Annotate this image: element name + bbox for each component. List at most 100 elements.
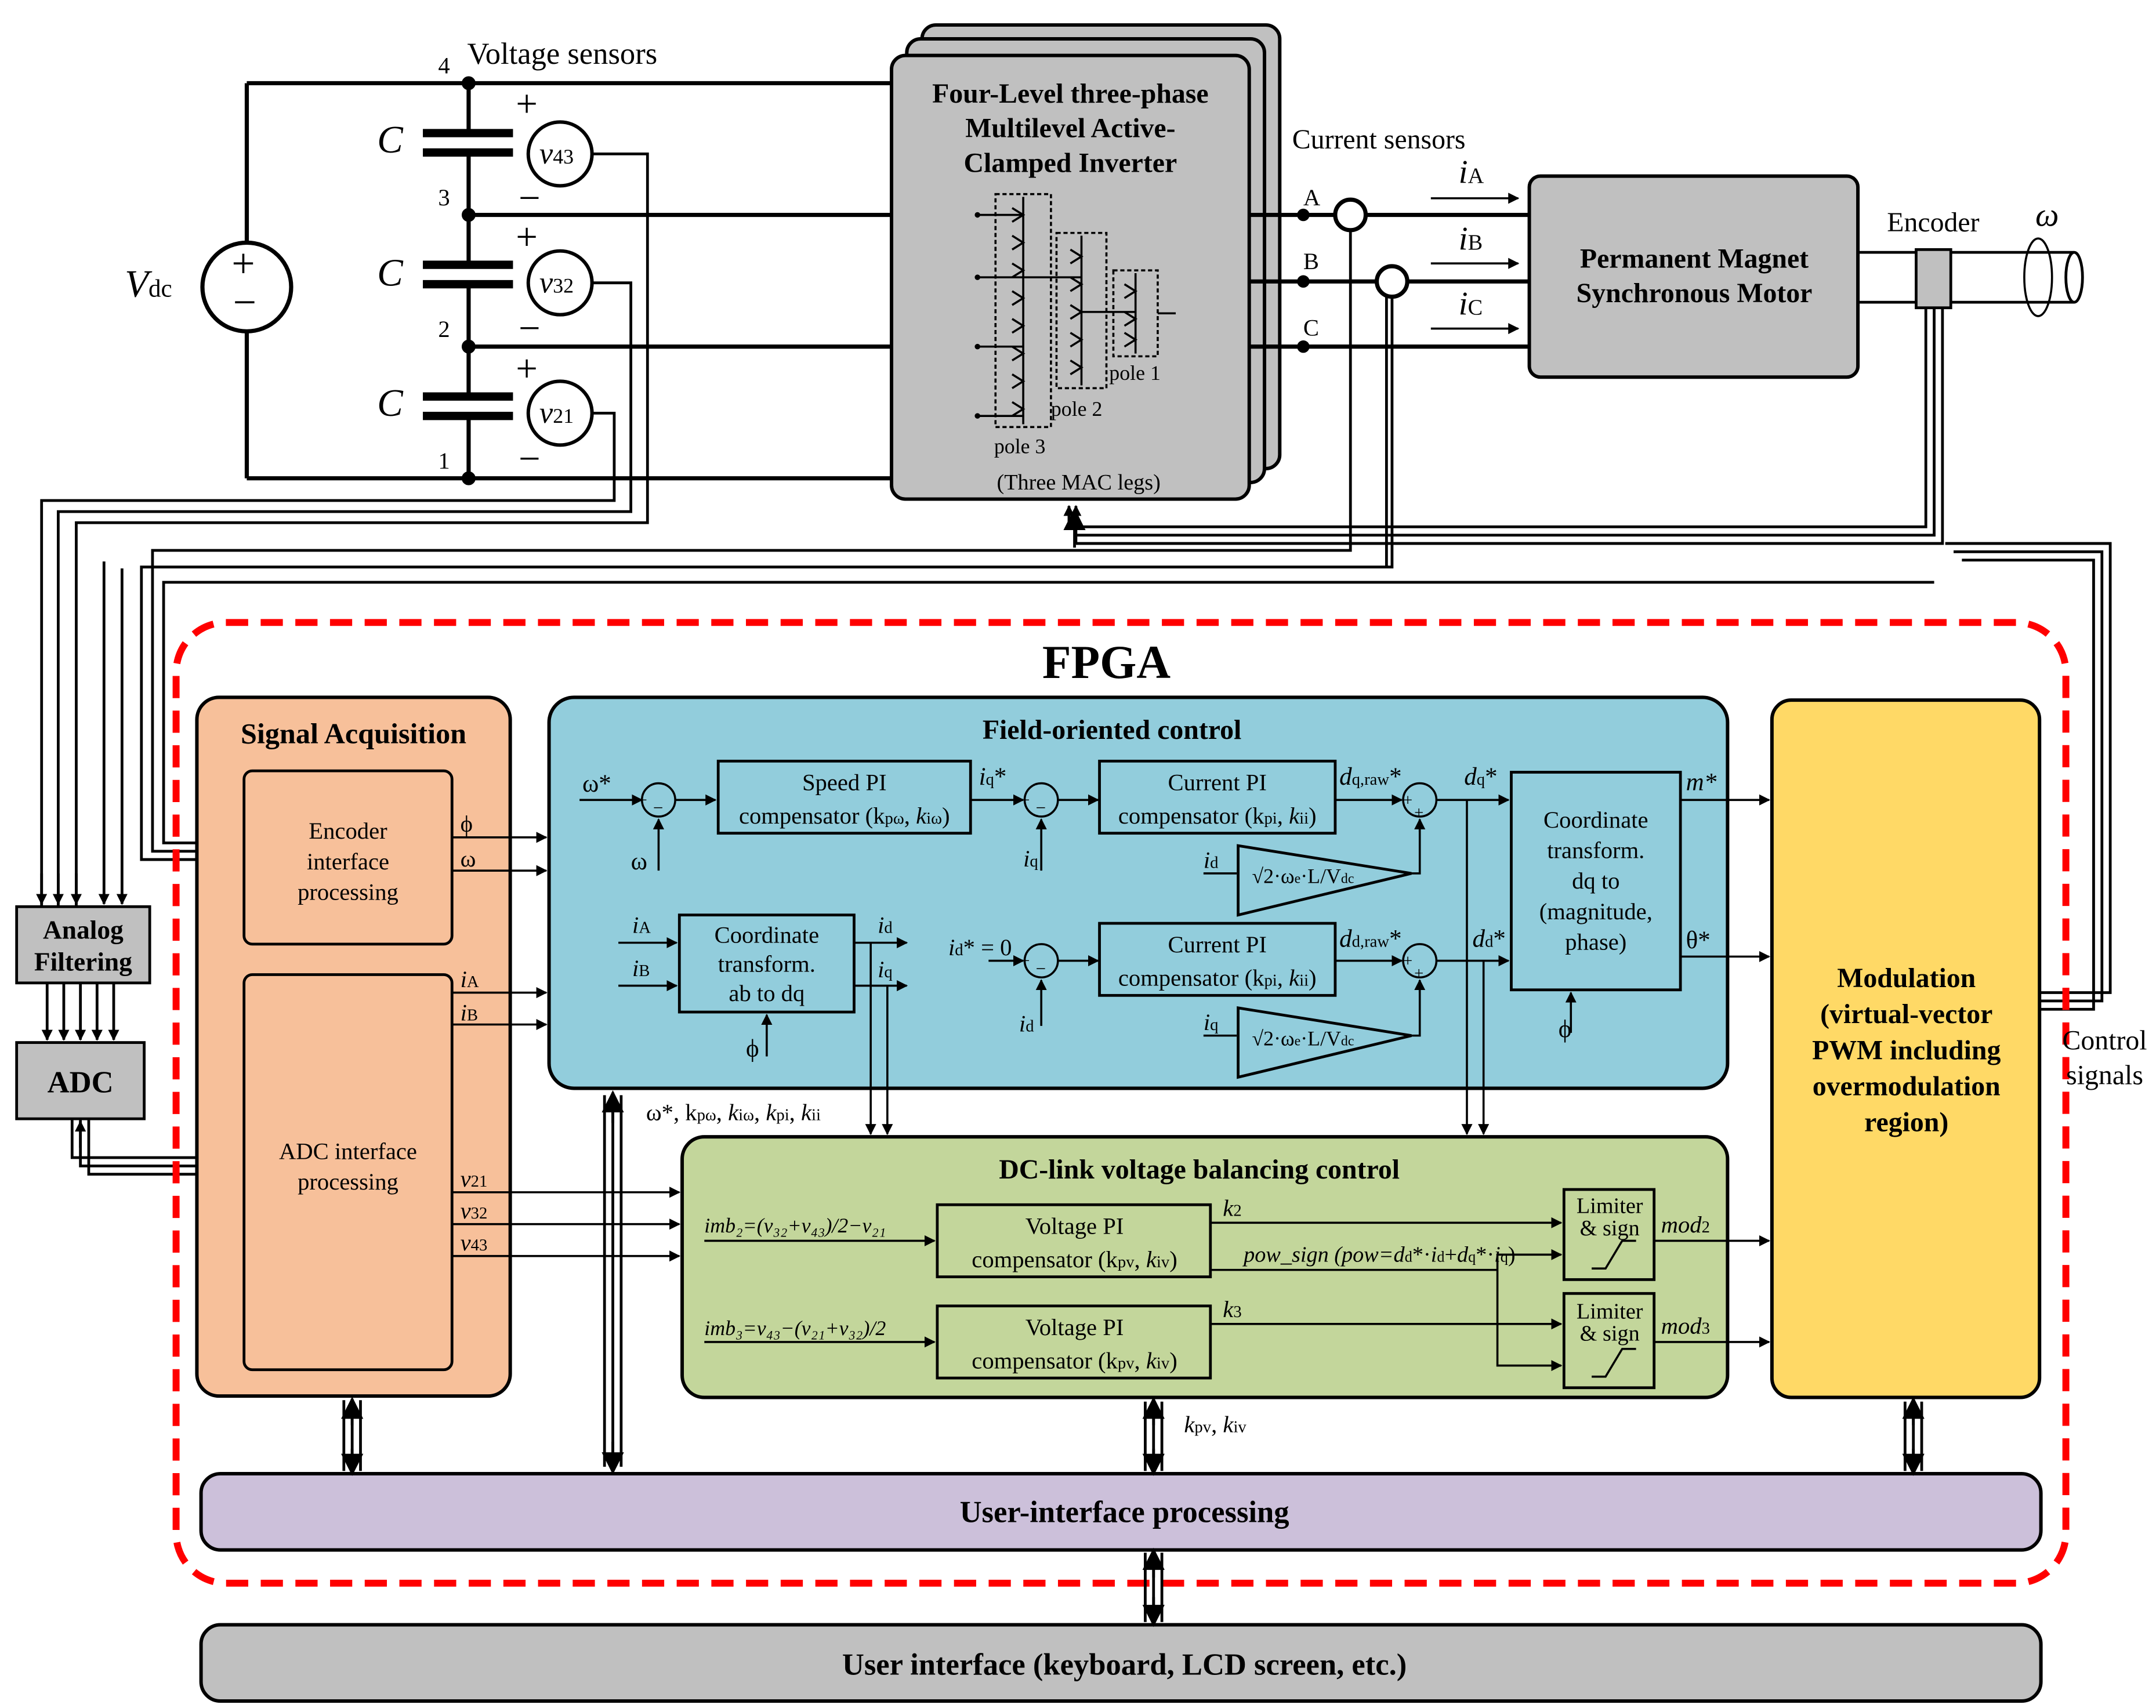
control-signals-2: signals	[2066, 1060, 2143, 1090]
label-shaft-omega: ω	[2035, 197, 2059, 234]
phase-lines	[1249, 197, 1530, 349]
adc-if-2: processing	[298, 1169, 398, 1195]
sum3-plus-a: +	[1403, 791, 1412, 810]
foc-id-ff: id	[1204, 847, 1219, 873]
sa-out-ia: iA	[461, 966, 479, 992]
label-encoder: Encoder	[1887, 207, 1979, 238]
inverter-title-3: Clamped Inverter	[964, 147, 1177, 178]
user-interface-block	[199, 1623, 2043, 1703]
coord-out-iq: iq	[878, 956, 893, 982]
sa-out-v43: v43	[461, 1230, 488, 1256]
foc-dd: dd*	[1473, 926, 1506, 953]
adc-if-1: ADC interface	[279, 1138, 417, 1164]
foc-omega-ref: ω*	[582, 770, 611, 797]
coord-dq-3: dq to	[1572, 868, 1619, 894]
label-vdc: Vdc	[125, 263, 172, 306]
sensor-v43: v43	[539, 137, 574, 171]
sensor-v21: v21	[539, 396, 574, 430]
label-ia: iA	[1459, 154, 1484, 191]
vpi2-2: compensator (kpv, kiv)	[972, 1246, 1177, 1272]
label-pole-3: pole 3	[994, 435, 1046, 458]
sum5-plus-a: +	[1403, 952, 1412, 970]
sum2-plus: +	[1020, 791, 1030, 810]
node-b	[1297, 275, 1310, 288]
modulation-4: overmodulation	[1813, 1071, 2001, 1101]
sum3-plus-b: +	[1414, 803, 1423, 822]
power-circuit	[40, 76, 892, 907]
control-signals-1: Control	[2063, 1025, 2147, 1056]
label-node-4: 4	[438, 53, 450, 79]
coord-phi: ϕ	[746, 1035, 759, 1062]
foc-id-ref: id* = 0	[948, 934, 1012, 960]
cur-pi-d-1: Current PI	[1168, 931, 1267, 958]
cur-pi-q-1: Current PI	[1168, 770, 1267, 796]
v43-minus: −	[519, 176, 541, 219]
motor-block	[1527, 174, 1860, 379]
label-ib: iB	[1459, 220, 1483, 257]
dc-mod3: mod3	[1661, 1313, 1710, 1339]
inverter-title-2: Multilevel Active-	[965, 113, 1175, 144]
cur-pi-d-2: compensator (kpi, kii)	[1118, 965, 1317, 991]
sa-out-v32: v32	[461, 1198, 488, 1224]
label-phase-b: B	[1303, 248, 1319, 274]
v21-minus: −	[519, 437, 541, 480]
foc-dq: dq*	[1464, 763, 1497, 790]
node-a	[1297, 208, 1310, 222]
label-cap-2: C	[377, 251, 404, 294]
label-cap-1: C	[377, 118, 404, 161]
ui-processing-block	[199, 1472, 2043, 1552]
coord-in-ia: iA	[632, 912, 651, 938]
label-pole-2: pole 2	[1051, 397, 1103, 420]
sum1-minus: −	[653, 797, 664, 818]
coord-dq-5: phase)	[1565, 929, 1626, 955]
dc-imb3: imb₃=v₄₃−(v₂₁+v₃₂)/2	[704, 1317, 886, 1340]
sum5-plus-b: +	[1414, 964, 1423, 983]
coord-dq-phi: ϕ	[1559, 1016, 1572, 1043]
modulation-1: Modulation	[1837, 963, 1976, 993]
analog-filtering-line-2: Filtering	[34, 947, 132, 976]
inverter-title-1: Four-Level three-phase	[932, 78, 1209, 109]
signal-acq-title: Signal Acquisition	[241, 717, 466, 749]
motor-line-1: Permanent Magnet	[1580, 243, 1809, 274]
foc-title: Field-oriented control	[983, 715, 1241, 745]
adc-block	[15, 1041, 146, 1120]
dc-pow-sign: pow_sign (pow=dd*·id+dq*·iq)	[1242, 1242, 1516, 1267]
kpv-kiv-label: kpv, kiv	[1184, 1411, 1247, 1437]
label-phase-a: A	[1303, 184, 1321, 211]
sa-out-ib: iB	[461, 999, 478, 1025]
bus-arrowheads	[341, 1090, 1925, 1627]
sum4-minus: −	[1036, 958, 1046, 978]
v21-plus: +	[516, 347, 538, 390]
vdc-minus: −	[233, 279, 256, 325]
encoder-if-3: processing	[298, 879, 398, 905]
sa-outputs	[452, 832, 681, 1262]
encoder-interface-block	[242, 769, 454, 946]
encoder-if-1: Encoder	[309, 818, 387, 844]
coord-ab-1: Coordinate	[715, 922, 820, 948]
v32-minus: −	[519, 307, 541, 350]
sa-out-v21: v21	[461, 1166, 488, 1192]
foc-m-ref: m*	[1686, 769, 1717, 796]
dc-link-internals	[704, 1188, 1771, 1390]
label-node-2: 2	[438, 316, 450, 342]
encoder-block	[1915, 248, 1952, 310]
adc-label: ADC	[48, 1066, 114, 1100]
label-voltage-sensors: Voltage sensors	[468, 37, 658, 71]
dc-k3: k3	[1223, 1296, 1241, 1322]
label-cap-3: C	[377, 382, 404, 425]
foc-omega-fb: ω	[631, 848, 647, 875]
coord-ab-2: transform.	[718, 951, 816, 977]
vpi2-1: Voltage PI	[1026, 1213, 1124, 1239]
foc-iq-ff: iq	[1204, 1009, 1219, 1035]
sum2-minus: −	[1036, 797, 1046, 818]
label-current-sensors: Current sensors	[1292, 124, 1466, 155]
label-node-3: 3	[438, 184, 450, 211]
user-interface-label: User interface (keyboard, LCD screen, et…	[842, 1648, 1407, 1682]
adc-interface-block	[242, 973, 454, 1372]
limiter2-2: & sign	[1580, 1216, 1640, 1241]
modulation-5: region)	[1864, 1107, 1948, 1138]
coord-dq-1: Coordinate	[1543, 807, 1648, 833]
coord-dq-2: transform.	[1547, 837, 1644, 864]
coord-out-id: id	[878, 912, 893, 938]
speed-pi-1: Speed PI	[802, 770, 887, 796]
